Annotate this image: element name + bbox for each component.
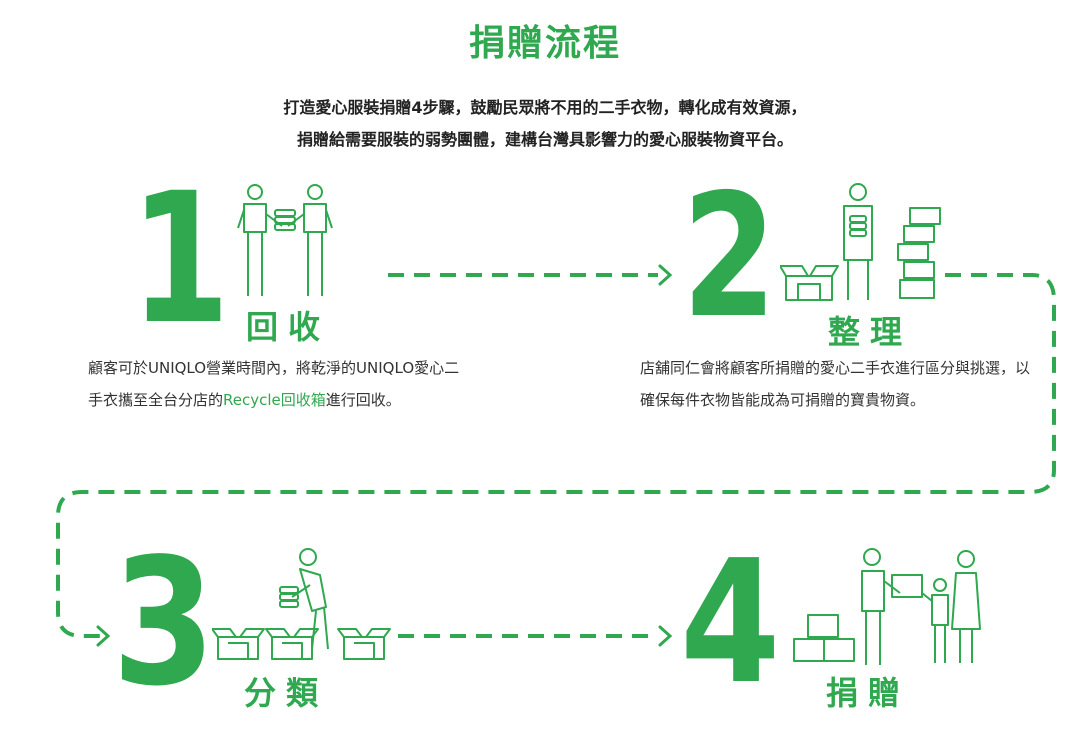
connector-2-3: [56, 273, 1056, 638]
intro-line-2: 捐贈給需要服裝的弱勢團體，建構台灣具影響力的愛心服裝物資平台。: [296, 130, 793, 149]
step-1-number: 1: [130, 155, 231, 364]
step-2-description: 店舖同仁會將顧客所捐贈的愛心二手衣進行區分與挑選，以確保每件衣物皆能成為可捐贈的…: [640, 359, 1031, 409]
step-3-number: 3: [112, 522, 216, 725]
person-sorting-into-boxes-icon: [212, 548, 391, 660]
step-3-label: 分類: [244, 674, 329, 712]
recycle-box-highlight: Recycle回收箱: [223, 391, 326, 409]
step-2-label: 整理: [828, 313, 913, 351]
step-2-number: 2: [682, 158, 777, 356]
step-1-label: 回收: [246, 308, 331, 346]
two-people-handing-clothes-icon: [237, 184, 333, 296]
step-4-label: 捐贈: [826, 674, 911, 712]
page-title: 捐贈流程: [468, 23, 621, 64]
arrow-head-2: [96, 625, 111, 647]
intro-line-1: 打造愛心服裝捐贈4步驟，鼓勵民眾將不用的二手衣物，轉化成有效資源，: [283, 98, 807, 117]
family-receiving-box-icon: [793, 548, 981, 665]
arrow-head-3: [658, 625, 673, 647]
step-1-description: 顧客可於UNIQLO營業時間內，將乾淨的UNIQLO愛心二手衣攜至全台分店的Re…: [88, 359, 460, 409]
person-holding-stack-boxes-icon: [780, 183, 941, 301]
intro-text: 打造愛心服裝捐贈4步驟，鼓勵民眾將不用的二手衣物，轉化成有效資源， 捐贈給需要服…: [0, 92, 1090, 156]
step-4-number: 4: [680, 524, 781, 722]
arrow-head-1: [658, 264, 673, 286]
